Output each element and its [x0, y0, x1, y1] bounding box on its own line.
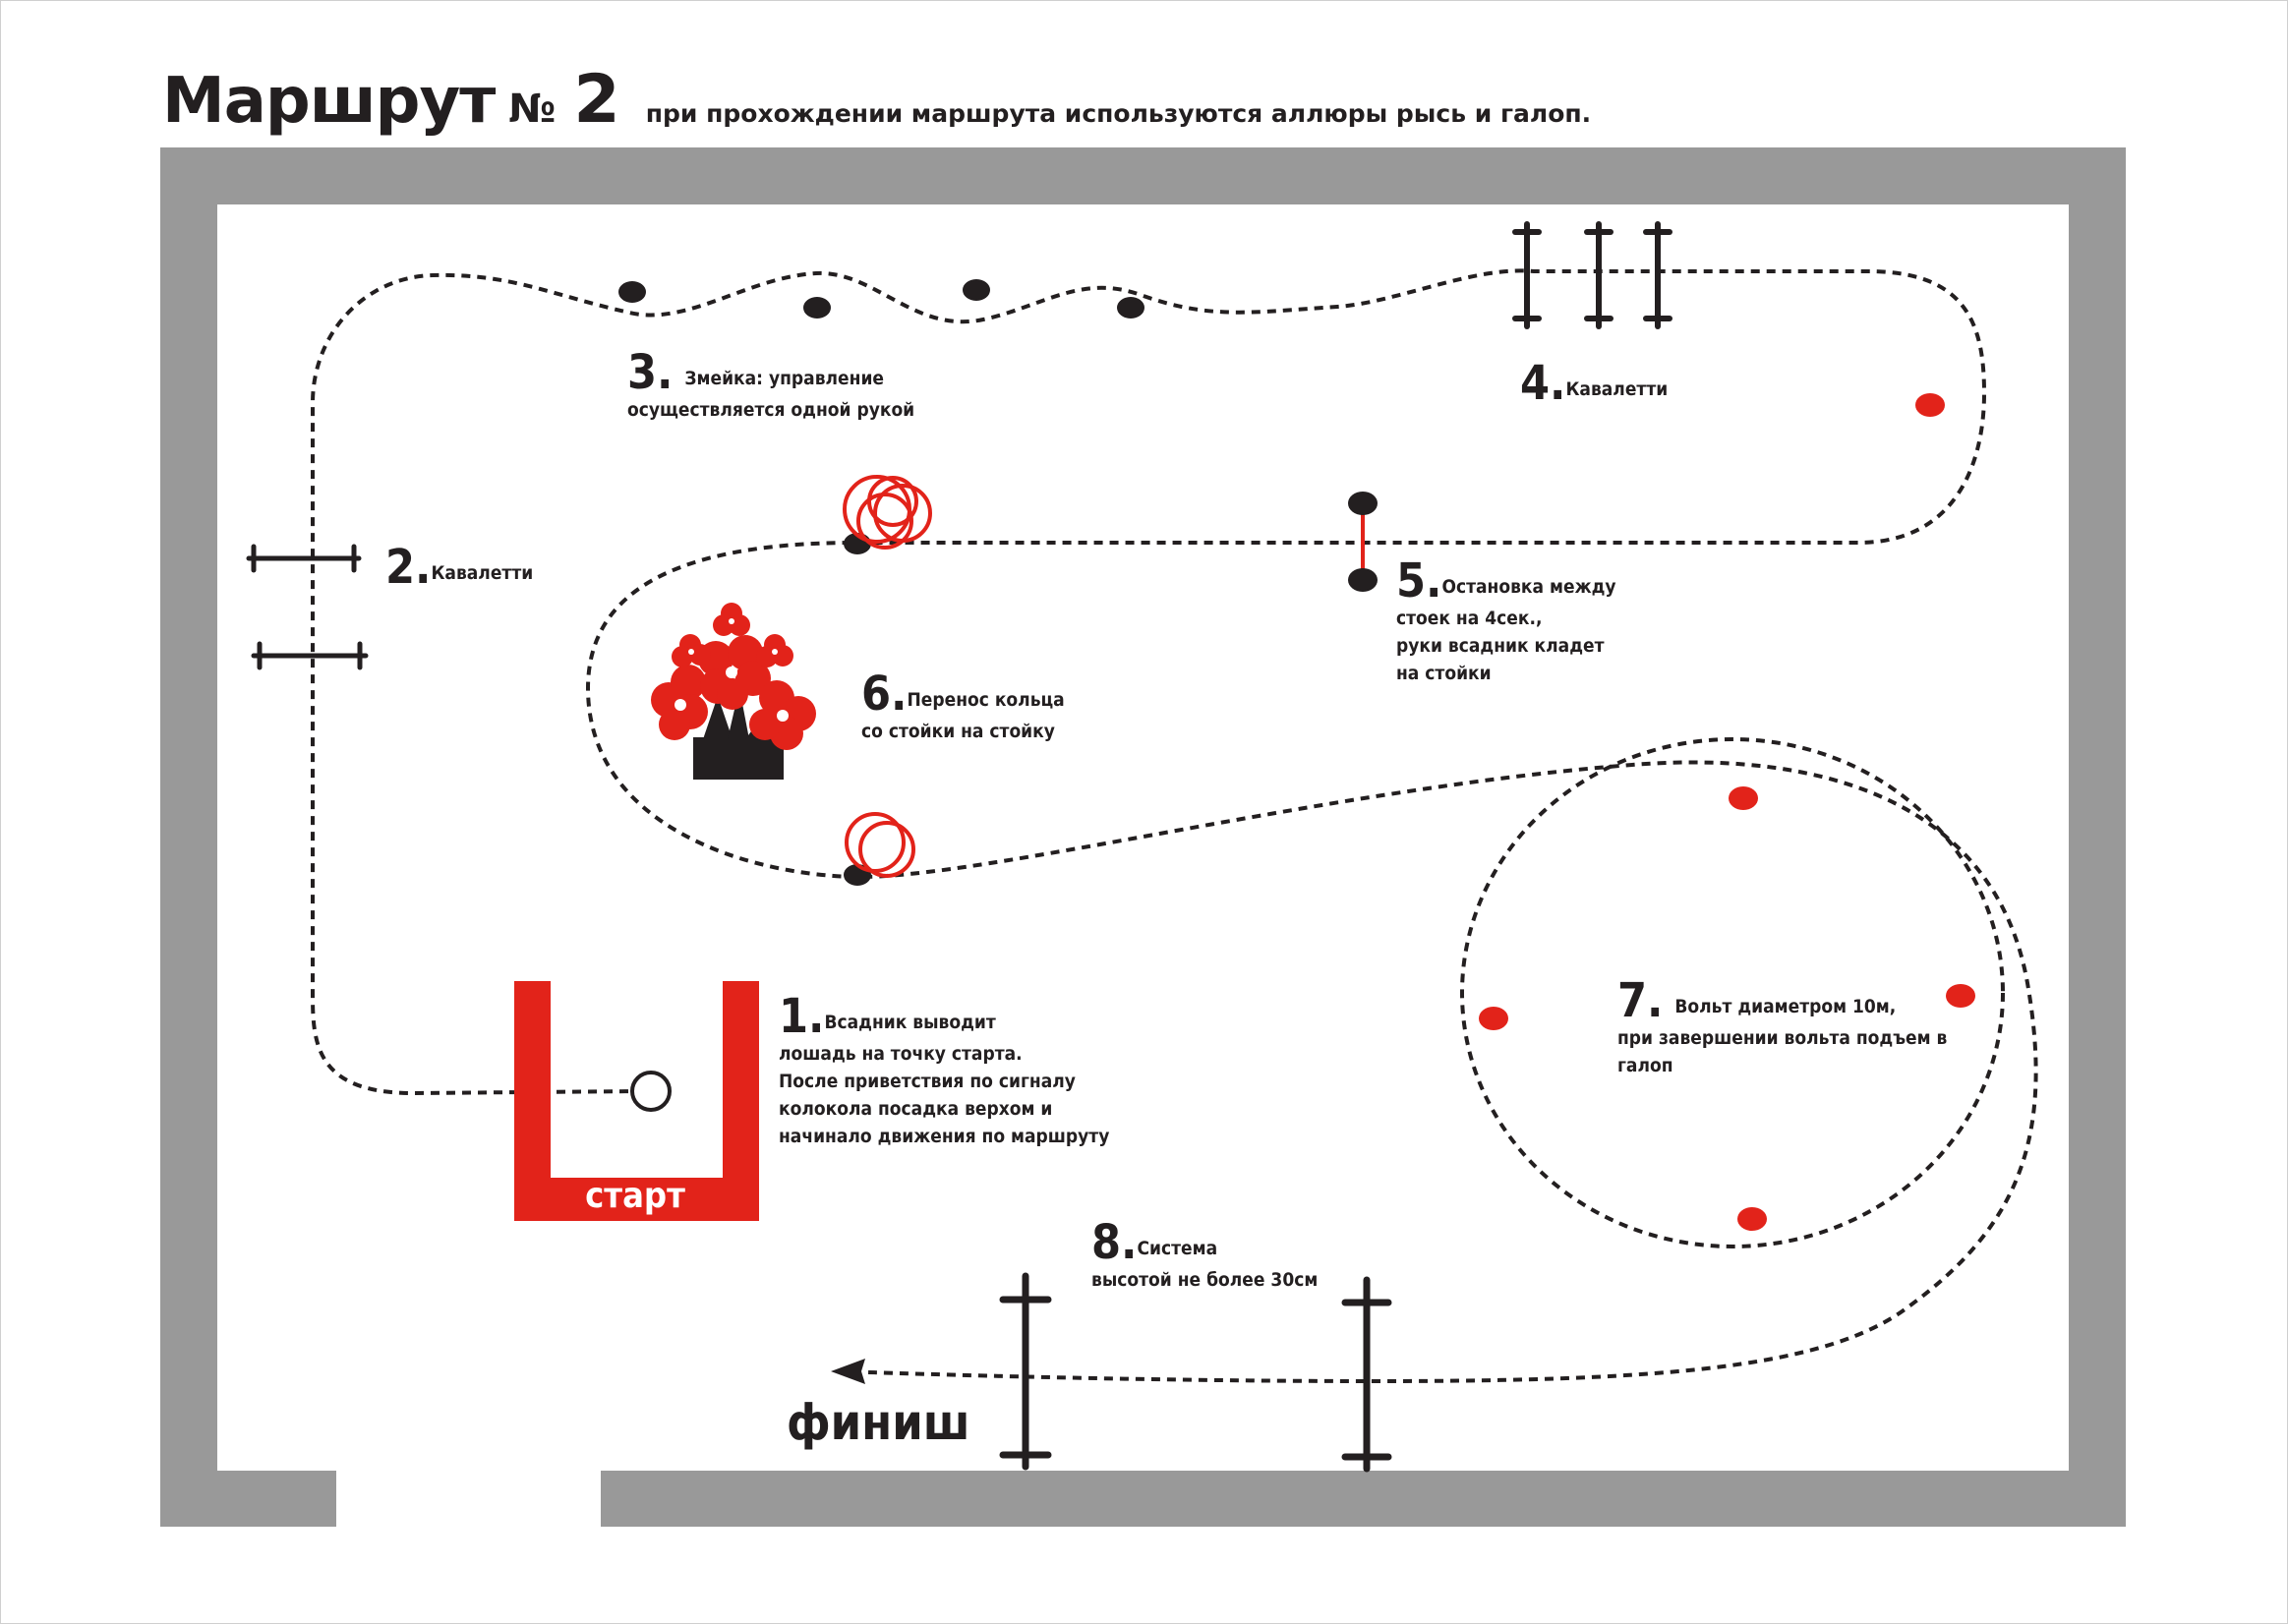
flower-pot-icon [651, 603, 816, 780]
start-box [514, 981, 759, 1221]
cone-icon [1729, 786, 1758, 810]
station-5-label: 5.Остановка между стоек на 4сек., руки в… [1396, 553, 1616, 684]
page-title: Маршрут № 2 при прохождении маршрута исполь… [162, 61, 1591, 139]
cavaletti-pole-icon [1341, 1276, 1392, 1473]
arena-wall-right [2069, 147, 2126, 1527]
cone-icon [1915, 393, 1945, 417]
start-label: старт [585, 1176, 685, 1216]
cavaletti-pole-icon [1643, 221, 1672, 329]
cavaletti-pole-icon [1584, 221, 1613, 329]
station-3-label: 3. Змейка: управление осуществляется одн… [627, 345, 915, 421]
cone-icon [1737, 1207, 1767, 1231]
cavaletti-pole-icon [246, 544, 362, 573]
arena-wall-bottom-left [160, 1471, 336, 1527]
stand-bottom [1348, 568, 1378, 592]
station-8-label: 8.Система высотой не более 30см [1091, 1215, 1319, 1291]
start-point [630, 1071, 672, 1112]
finish-label: финиш [787, 1394, 970, 1451]
station-2-label: 2.Кавалетти [385, 540, 534, 595]
ring-icon [845, 812, 915, 878]
station-1-label: 1.Всадник выводит лошадь на точку старта… [779, 989, 1110, 1147]
volte-cones [1479, 786, 1975, 1231]
title-main: Маршрут [162, 65, 496, 138]
title-number-sign: № [508, 87, 557, 132]
volte-circle [1460, 737, 2005, 1248]
slalom-cones [618, 279, 1144, 319]
arena-wall-bottom-right [601, 1471, 2126, 1527]
station-6-label: 6.Перенос кольца со стойки на стойку [861, 667, 1065, 742]
cavaletti-pole-icon [251, 641, 369, 670]
route-path [311, 268, 2038, 1384]
arena-wall-top [160, 147, 2126, 204]
title-number: 2 [573, 61, 620, 139]
finish-arrow-icon [831, 1359, 865, 1384]
ring-icon [843, 475, 932, 550]
station-7-label: 7. Вольт диаметром 10м, при завершении в… [1617, 973, 1948, 1076]
stand-top [1348, 492, 1378, 515]
station-4-label: 4.Кавалетти [1520, 356, 1669, 411]
cavaletti-pole-icon [1512, 221, 1542, 329]
halt-stands [1348, 492, 1378, 592]
title-subtitle: при прохождении маршрута используются ал… [645, 99, 1592, 128]
cavaletti-pole-icon [999, 1272, 1052, 1471]
ring-stand-top [843, 475, 932, 554]
cone-icon [618, 281, 646, 303]
cone-icon [1479, 1007, 1508, 1030]
ring-stand-bottom [844, 812, 915, 886]
cone-icon [1117, 297, 1144, 319]
arena-wall-left [160, 147, 217, 1527]
cone-icon [803, 297, 831, 319]
cone-icon [963, 279, 990, 301]
cone-icon [1946, 984, 1975, 1008]
